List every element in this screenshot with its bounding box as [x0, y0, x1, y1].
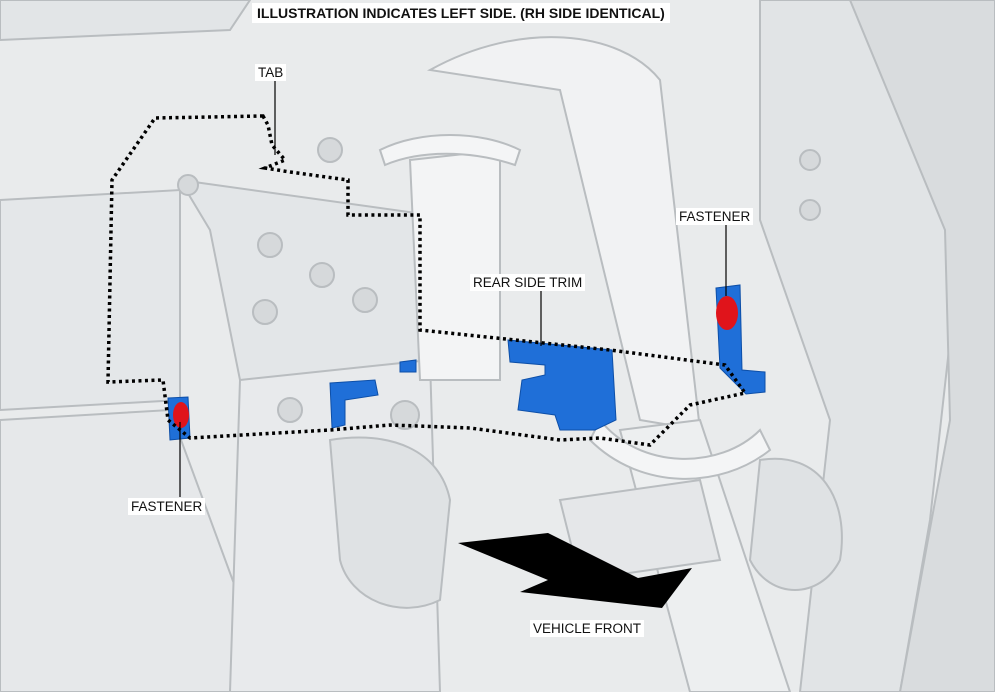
fastener-marker-lower-left — [173, 402, 189, 428]
fastener-callout-lower-left: FASTENER — [128, 498, 206, 515]
fastener-callout-upper-right: FASTENER — [676, 208, 754, 225]
tab-callout: TAB — [255, 64, 287, 81]
vehicle-front-arrow-icon — [458, 533, 692, 608]
callout-leaders — [179, 80, 727, 497]
trim-outline-dotted — [106, 114, 748, 447]
fastener-marker-upper-right — [716, 296, 738, 330]
rear-side-trim-callout: REAR SIDE TRIM — [470, 274, 586, 291]
illustration-caption: ILLUSTRATION INDICATES LEFT SIDE. (RH SI… — [252, 3, 670, 23]
vehicle-front-callout: VEHICLE FRONT — [530, 620, 645, 637]
